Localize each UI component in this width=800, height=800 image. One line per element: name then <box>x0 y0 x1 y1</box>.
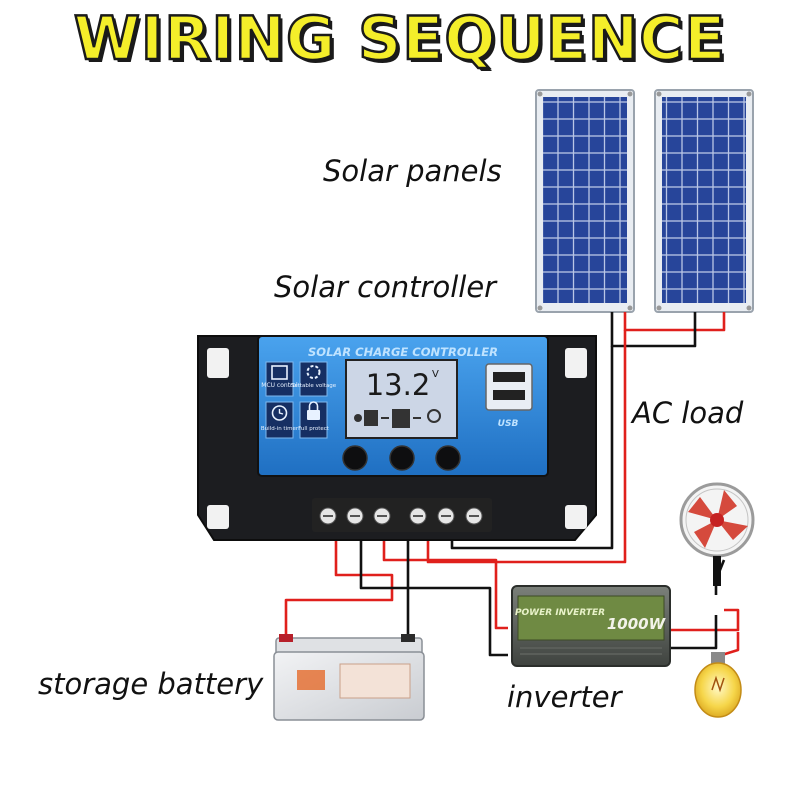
inverter-brand: POWER INVERTER <box>515 608 605 618</box>
label-ac-load: AC load <box>632 396 744 430</box>
usb-label: USB <box>498 419 519 429</box>
chip-icon <box>271 365 288 380</box>
label-solar-controller: Solar controller <box>274 270 497 304</box>
feature-mcu: MCU control <box>261 382 298 389</box>
inverter: POWER INVERTER 1000W <box>511 585 671 667</box>
gear-icon <box>306 365 321 379</box>
controller-button-2 <box>389 445 415 471</box>
page-title: WIRING SEQUENCE <box>72 3 727 76</box>
storage-battery <box>273 634 425 721</box>
controller-button-1 <box>342 445 368 471</box>
lcd-unit: V <box>432 369 439 380</box>
controller-terminals <box>312 498 492 532</box>
clock-icon <box>271 405 288 421</box>
feature-settable: Settable voltage <box>291 383 337 389</box>
controller-button-3 <box>435 445 461 471</box>
solar-panel-right <box>654 89 754 313</box>
light-bulb-icon <box>694 652 742 718</box>
lcd-sun-icon <box>354 414 362 422</box>
lcd-bulb-icon <box>427 409 441 423</box>
solar-panel-left <box>535 89 635 313</box>
label-storage-battery: storage battery <box>38 667 264 701</box>
lcd-voltage: 13.2 <box>366 368 431 402</box>
label-solar-panels: Solar panels <box>323 154 502 188</box>
lock-icon <box>307 410 320 420</box>
label-inverter: inverter <box>507 680 622 714</box>
feature-timer: Build-in timer <box>261 426 299 432</box>
lcd-panel-icon <box>364 410 378 426</box>
controller-header: SOLAR CHARGE CONTROLLER <box>308 345 498 359</box>
inverter-rating: 1000W <box>607 615 667 633</box>
usb-ports <box>485 363 533 411</box>
lcd-battery-icon <box>392 409 410 428</box>
feature-protect: Full protect <box>298 426 330 432</box>
fan-icon <box>679 482 755 586</box>
charge-controller: SOLAR CHARGE CONTROLLER MCU control Sett… <box>197 335 597 541</box>
